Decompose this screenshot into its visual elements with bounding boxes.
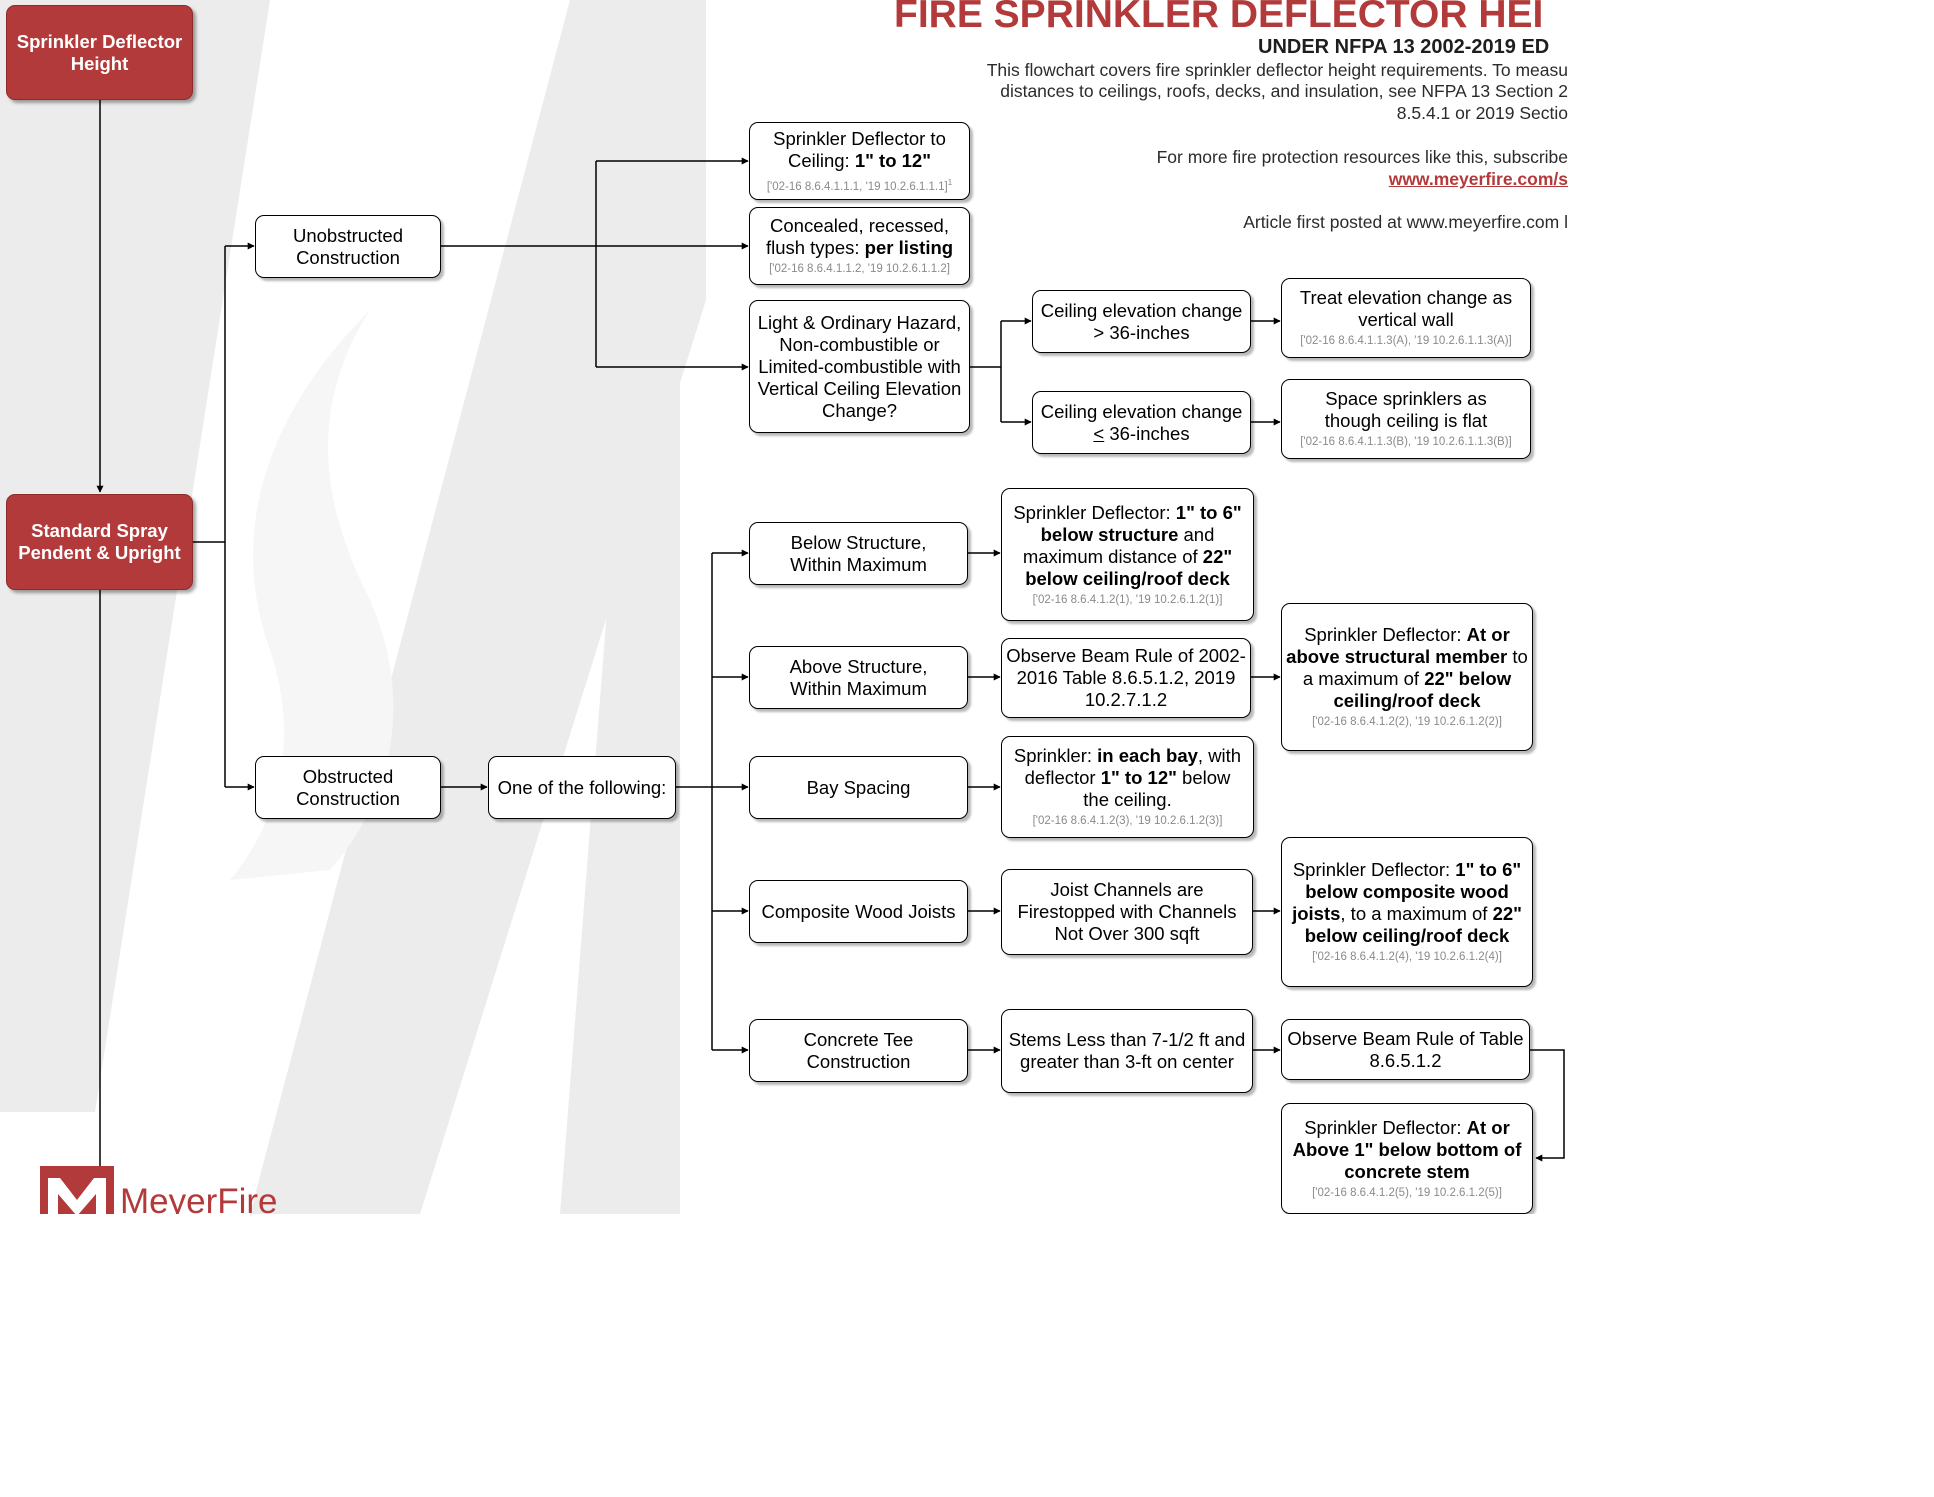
intro-line-3: 8.5.4.1 or 2019 Sectio — [1396, 103, 1568, 123]
connector-lines — [96, 100, 1565, 1214]
node-label: Below Structure, Within Maximum — [790, 531, 927, 575]
node-unobstructed-construction: Unobstructed Construction — [255, 215, 441, 278]
intro-line-2: distances to ceilings, roofs, decks, and… — [1000, 81, 1568, 101]
node-label: Sprinkler Deflector Height — [16, 30, 183, 74]
node-label: Ceiling elevation change — [1040, 299, 1243, 321]
node-label: Treat elevation change as vertical wall — [1299, 287, 1513, 330]
node-one-of-following: One of the following: — [488, 756, 676, 819]
node-joist-channels: Joist Channels are Firestopped with Chan… — [1001, 869, 1253, 955]
page-subtitle: UNDER NFPA 13 2002-2019 ED — [1258, 36, 1550, 58]
node-label: Concrete Tee Construction — [803, 1028, 914, 1072]
node-label: Sprinkler: in each bay, with deflector 1… — [1013, 745, 1242, 810]
node-label: Observe Beam Rule of 2002-2016 Table 8.6… — [1006, 645, 1246, 710]
node-label: Joist Channels are Firestopped with Chan… — [1017, 879, 1237, 944]
node-composite-rule: Sprinkler Deflector: 1" to 6" below comp… — [1281, 837, 1533, 987]
node-reference: ['02-16 8.6.4.1.2(2), '19 10.2.6.1.2(2)] — [1312, 716, 1502, 728]
node-label: Ceiling elevation change — [1040, 400, 1243, 422]
node-label: Sprinkler Deflector: 1" to 6" below stru… — [1013, 501, 1242, 589]
node-label: Obstructed Construction — [296, 765, 400, 809]
watermark-diagonal-block — [250, 0, 706, 1214]
node-deflector-to-ceiling: Sprinkler Deflector to Ceiling: 1" to 12… — [749, 122, 970, 200]
posted-note: Article first posted at www.meyerfire.co… — [1243, 212, 1568, 232]
intro-line-1: This flowchart covers fire sprinkler def… — [986, 60, 1568, 80]
node-label: Observe Beam Rule of Table 8.6.5.1.2 — [1287, 1027, 1524, 1071]
node-label: Standard Spray Pendent & Upright — [18, 520, 181, 563]
node-hazard-question: Light & Ordinary Hazard, Non-combustible… — [749, 300, 970, 433]
node-reference: ['02-16 8.6.4.1.2(1), '19 10.2.6.1.2(1)] — [1032, 593, 1223, 606]
node-label: Sprinkler Deflector to Ceiling: 1" to 12… — [773, 127, 946, 171]
node-space-flat: Space sprinklers as though ceiling is fl… — [1281, 379, 1531, 459]
node-above-structure: Above Structure, Within Maximum — [749, 646, 968, 709]
node-reference: ['02-16 8.6.4.1.1.1, '19 10.2.6.1.1.1]1 — [766, 177, 953, 193]
node-reference: ['02-16 8.6.4.1.2(5), '19 10.2.6.1.2(5)] — [1312, 1186, 1502, 1199]
node-beam-rule: Observe Beam Rule of 2002-2016 Table 8.6… — [1001, 638, 1251, 718]
edge-to-concrete-rule — [1530, 1049, 1565, 1162]
node-label: Sprinkler Deflector: At or above structu… — [1286, 624, 1528, 711]
logo-wordmark: MeyerFire — [120, 1182, 278, 1214]
node-reference: ['02-16 8.6.4.1.2(3), '19 10.2.6.1.2(3)] — [1032, 815, 1223, 827]
node-concrete-tee: Concrete Tee Construction — [749, 1019, 968, 1082]
node-reference: ['02-16 8.6.4.1.1.2, '19 10.2.6.1.1.2] — [769, 263, 950, 275]
watermark-flame — [230, 310, 394, 880]
node-label: Bay Spacing — [806, 776, 911, 798]
node-concrete-rule: Sprinkler Deflector: At or Above 1" belo… — [1281, 1103, 1533, 1214]
node-sprinkler-deflector-height: Sprinkler Deflector Height — [6, 5, 193, 100]
node-label: Unobstructed Construction — [292, 224, 404, 268]
node-label: Space sprinklers as though ceiling is fl… — [1324, 388, 1488, 431]
node-composite-wood-joists: Composite Wood Joists — [749, 880, 968, 943]
node-standard-spray: Standard Spray Pendent & Upright — [6, 494, 193, 590]
node-treat-vertical-wall: Treat elevation change as vertical wall … — [1281, 278, 1531, 358]
page-title: FIRE SPRINKLER DEFLECTOR HEI — [894, 0, 1544, 36]
node-label: Above Structure, Within Maximum — [789, 655, 928, 699]
node-bay-rule: Sprinkler: in each bay, with deflector 1… — [1001, 736, 1254, 838]
node-above-structure-rule: Sprinkler Deflector: At or above structu… — [1281, 603, 1533, 751]
node-label: < 36-inches — [1093, 422, 1190, 444]
flowchart-canvas: FIRE SPRINKLER DEFLECTOR HEI UNDER NFPA … — [0, 0, 1568, 1214]
node-label: Sprinkler Deflector: At or Above 1" belo… — [1292, 1116, 1522, 1182]
logo-mark-icon — [40, 1166, 114, 1214]
node-label: Stems Less than 7-1/2 ft and greater tha… — [1008, 1029, 1246, 1072]
node-obstructed-construction: Obstructed Construction — [255, 756, 441, 819]
node-concealed-types: Concealed, recessed, flush types: per li… — [749, 207, 970, 285]
node-reference: ['02-16 8.6.4.1.1.3(B), '19 10.2.6.1.1.3… — [1300, 436, 1512, 448]
logo-m-icon — [48, 1178, 106, 1214]
node-label: Sprinkler Deflector: 1" to 6" below comp… — [1292, 859, 1522, 946]
node-bay-spacing: Bay Spacing — [749, 756, 968, 819]
node-elevation-greater: Ceiling elevation change > 36-inches — [1032, 290, 1251, 353]
node-reference: ['02-16 8.6.4.1.2(4), '19 10.2.6.1.2(4)] — [1312, 951, 1502, 963]
subscribe-link[interactable]: www.meyerfire.com/s — [1388, 169, 1568, 189]
node-label: Composite Wood Joists — [761, 900, 956, 922]
node-beam-rule-table: Observe Beam Rule of Table 8.6.5.1.2 — [1281, 1019, 1530, 1080]
node-label: One of the following: — [497, 776, 667, 798]
node-elevation-less-equal: Ceiling elevation change < 36-inches — [1032, 391, 1251, 454]
node-label: Light & Ordinary Hazard, Non-combustible… — [757, 311, 962, 421]
subscribe-text: For more fire protection resources like … — [1156, 147, 1568, 167]
node-label: > 36-inches — [1093, 321, 1190, 343]
node-below-structure-rule: Sprinkler Deflector: 1" to 6" below stru… — [1001, 488, 1254, 621]
node-reference: ['02-16 8.6.4.1.1.3(A), '19 10.2.6.1.1.3… — [1300, 335, 1512, 347]
node-label: Concealed, recessed, flush types: per li… — [765, 215, 954, 258]
node-stems: Stems Less than 7-1/2 ft and greater tha… — [1001, 1009, 1253, 1093]
node-below-structure: Below Structure, Within Maximum — [749, 522, 968, 585]
